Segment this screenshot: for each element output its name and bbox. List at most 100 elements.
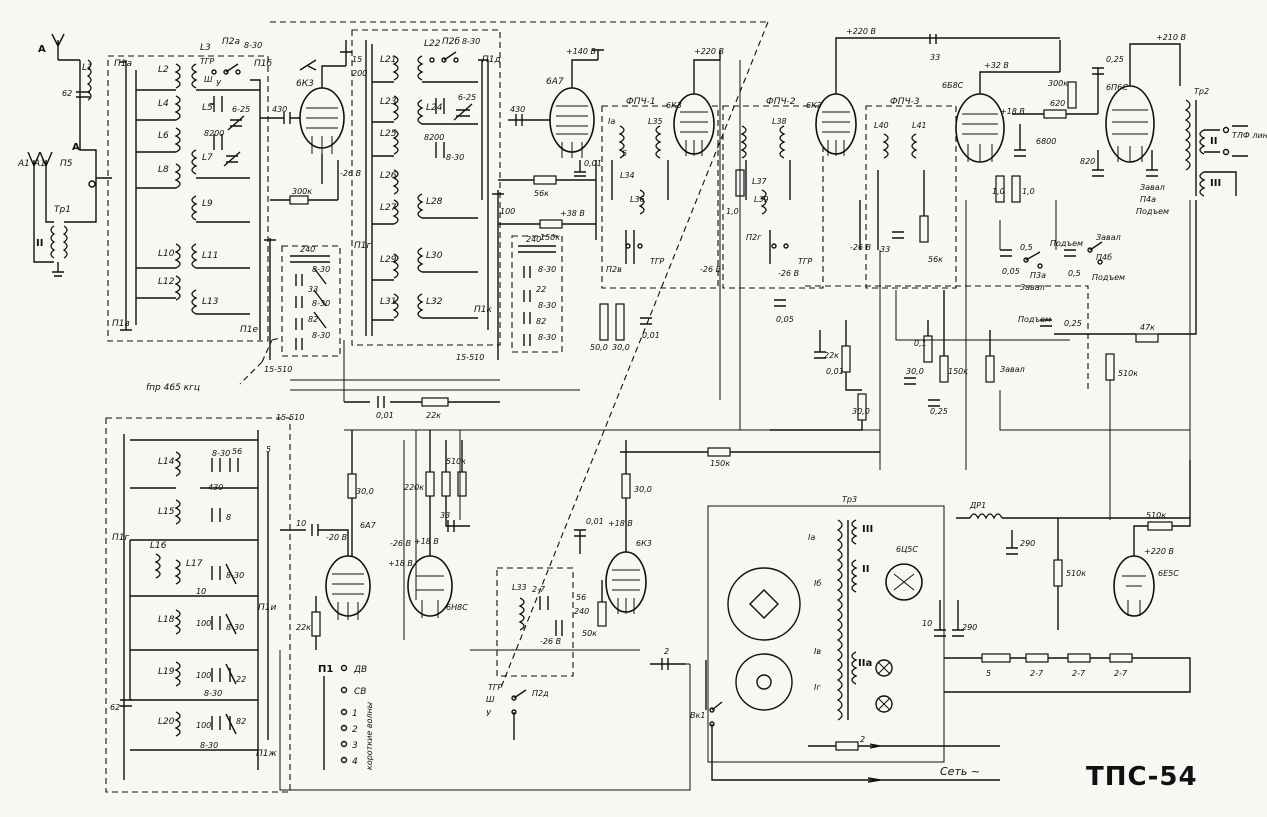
socket-octal-2 [735,653,793,711]
if-stage-1: ФПЧ-1 Iа L35 L34 L36 5 6К3 +220 В ТГР П2… [590,47,724,352]
label-l32: L32 [426,297,443,307]
bfo-coil-shield [496,567,574,677]
if1-tgr-contact-2[interactable] [637,243,643,249]
tube-6k3-bfo-electrodes [612,569,640,614]
fuse-2a [835,741,859,751]
if-stage-3: ФПЧ-3 L40 L41 56к 33 [874,97,943,264]
legend-contact-dv[interactable] [340,664,348,672]
label-l16: L16 [150,541,167,551]
label-tr3-ib: Iб [814,579,821,588]
label-l23: L23 [380,97,397,107]
label-c510: 5 [266,445,271,454]
label-r100k-d: 30,0 [356,487,374,496]
switch-p1d-bar[interactable] [478,59,489,330]
if2-tgr-contact-1[interactable] [771,243,777,249]
cap-005-if2 [774,299,786,307]
trimmer-rf-6-25 [453,103,473,121]
legend-contact-4[interactable] [340,756,348,764]
resistor-10-c [1109,653,1133,663]
p3a-contact-1[interactable] [1023,257,1029,263]
mixer-plate [571,49,604,88]
tone-control: Подъем Завал П4б Подъем 0,5 0,5 П3а Зава… [1000,200,1197,381]
p2b-contact-3[interactable] [453,57,459,63]
label-zaval-4: Завал [1000,365,1025,374]
coil-l17 [174,559,181,585]
p2d-blade[interactable] [513,689,527,740]
switch-p1e-bar[interactable] [264,238,276,360]
switch-p1g-bar[interactable] [365,40,373,336]
label-r290: 5 [986,669,991,678]
tuning-eye-wiring [1133,460,1191,556]
switch-p1k-bar[interactable] [492,190,504,360]
coil-l35 [655,125,662,159]
if-frequency-label: fпр 465 кгц [146,383,200,393]
label-r300k: 300к [292,187,312,196]
p2a-contact-1[interactable] [211,69,217,75]
legend-contact-3[interactable] [340,740,348,748]
p2b-contact-1[interactable] [429,57,435,63]
label-c025-a: 0,25 [1064,319,1082,328]
switch-p1a-bar[interactable] [120,60,132,331]
label-r510k-a: 510к [1118,369,1138,378]
rf-band-caps [435,98,445,158]
label-r10-c: 2-7 [1114,669,1128,678]
label-c100-osc2: 100 [196,671,211,680]
resistor-56k [533,175,557,185]
label-c025-b: 0,25 [930,407,948,416]
output-cathode [1092,150,1158,177]
cap-001-mixer [574,160,586,177]
label-l1: L1 [82,63,93,73]
resistor-150k-c [985,355,995,383]
p2a-contact-2[interactable] [223,69,229,75]
tone-caps [1000,249,1076,327]
p2a-blade[interactable] [225,63,239,73]
switch-p1g-osc-bar[interactable] [123,434,131,780]
label-l26: L26 [380,171,397,181]
tlf-line-terminal-2[interactable] [1222,148,1230,156]
power-supply-outline [707,505,945,763]
label-r1-0-c: 1,0 [1022,187,1035,196]
label-c56-bfo: 56 [576,593,586,602]
tone-switch-blades[interactable] [1025,241,1103,261]
cap-8200 [213,134,223,150]
tube-6k3-if2-electrodes [822,111,850,156]
rf-amp-agc [270,154,339,201]
switch-p5-contact[interactable] [88,180,96,188]
label-c62: 62 [62,89,72,98]
coil-l29 [392,253,399,279]
label-l7: L7 [202,153,213,163]
switch-p1i-bar[interactable] [257,430,269,770]
if2-tgr-contact-2[interactable] [783,243,789,249]
label-tr3-iia: IIа [858,658,872,669]
label-c100-a: 100 [500,207,515,216]
p3a-contact-2[interactable] [1037,263,1043,269]
p2b-blade[interactable] [443,51,457,61]
legend-contact-1[interactable] [340,708,348,716]
resistor-1-0-b [995,175,1005,203]
p2d-contact-1[interactable] [511,695,517,701]
rf-trimmer-caps [518,245,556,346]
switch-vk1-contact-1[interactable] [709,707,715,713]
label-r47k: 47к [1140,323,1155,332]
oscillator-band-shield [105,417,291,793]
coil-l4 [174,95,181,121]
p4b-contact-2[interactable] [1097,259,1103,265]
label-tube-6ts5s: 6Ц5С [896,545,918,554]
if-filter-1-shield [601,105,719,289]
label-sh-1: Ш [204,75,213,84]
input-trimmer-bank: 240 8-30 33 8-30 82 8-30 П1е 15-510 [240,238,341,374]
p2b-contact-2[interactable] [441,57,447,63]
switch-p1b-bar[interactable] [250,79,261,340]
legend-contact-sv[interactable] [340,686,348,694]
if1-tgr-contact-1[interactable] [625,243,631,249]
legend-contact-2[interactable] [340,724,348,732]
tlf-line-terminal-1[interactable] [1222,126,1230,134]
p4b-contact-1[interactable] [1087,247,1093,253]
p2a-contact-3[interactable] [235,69,241,75]
switch-vk1[interactable] [705,660,880,781]
resistor-150k-a [539,219,563,229]
label-c62-osc: 82 [236,717,246,726]
label-c15-510-b: 15-510 [456,353,484,362]
